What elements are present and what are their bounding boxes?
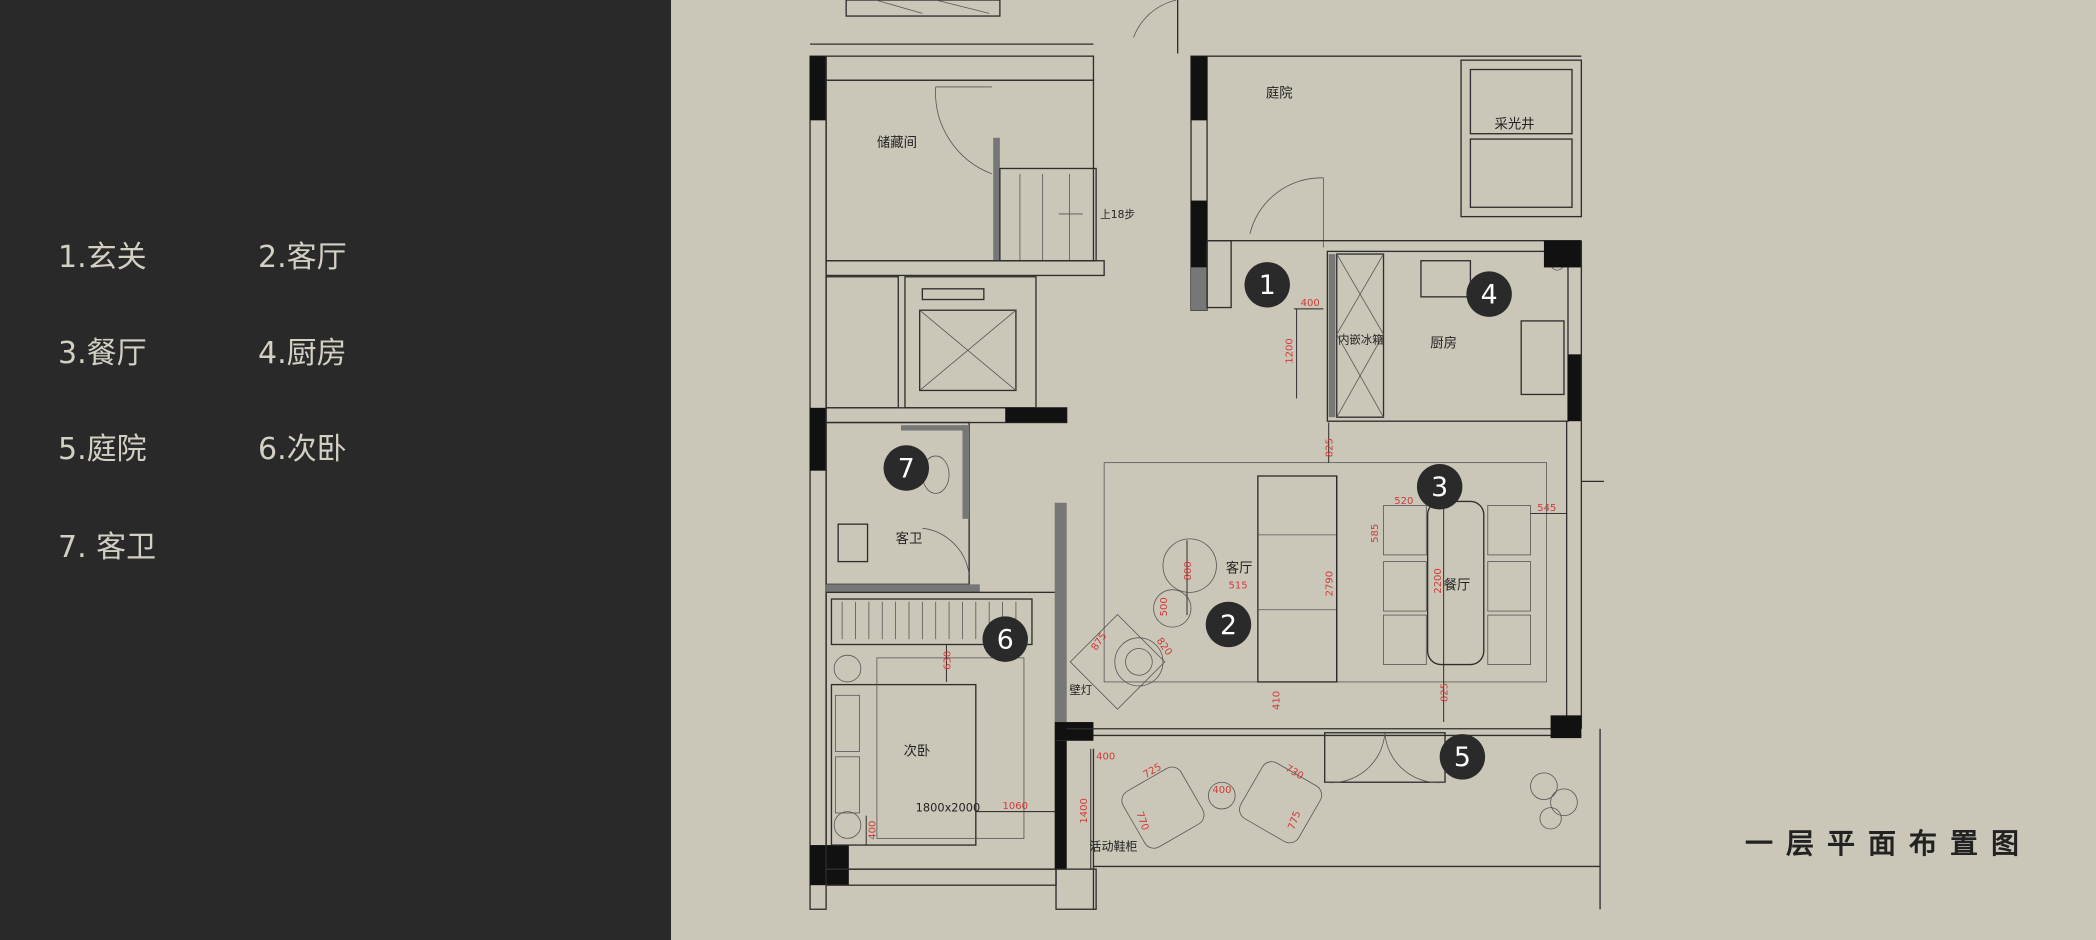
marker-6: 6 (982, 616, 1028, 662)
svg-text:6: 6 (997, 625, 1014, 656)
tree-icon (1530, 772, 1578, 830)
label-fridge: 内嵌冰箱 (1338, 333, 1383, 347)
dim-2790: 2790 (1325, 571, 1336, 597)
legend-panel: 1.玄关 2.客厅 3.餐厅 4.厨房 5.庭院 6.次卧 7. 客卫 (0, 0, 671, 940)
dim-2200: 2200 (1433, 568, 1444, 594)
legend-item-dining: 3.餐厅 (58, 336, 147, 371)
label-wall-lamp: 壁灯 (1069, 683, 1092, 697)
dim-400: 400 (1212, 785, 1231, 796)
dim-775: 775 (1286, 810, 1303, 832)
label-kitchen: 厨房 (1430, 336, 1457, 352)
dim-800: 800 (1183, 561, 1194, 580)
dim-1060: 1060 (1003, 801, 1028, 812)
dim-545: 545 (1537, 503, 1556, 514)
label-shoe-cabinet: 活动鞋柜 (1089, 838, 1137, 853)
svg-text:3: 3 (1431, 472, 1448, 503)
dim-515: 515 (1228, 580, 1247, 591)
dim-825: 825 (1440, 683, 1451, 702)
dim-1400: 1400 (1079, 798, 1090, 824)
svg-text:4: 4 (1481, 280, 1498, 311)
svg-text:1: 1 (1259, 270, 1276, 301)
svg-text:5: 5 (1454, 742, 1471, 773)
label-dining: 餐厅 (1444, 578, 1471, 594)
label-lightwell: 采光井 (1494, 116, 1534, 132)
dim-410: 410 (1271, 691, 1282, 710)
marker-7: 7 (883, 445, 930, 491)
legend-item-kitchen: 4.厨房 (258, 336, 347, 371)
dim-400: 400 (1301, 298, 1320, 309)
dim-730: 730 (1283, 763, 1305, 782)
marker-2: 2 (1205, 601, 1252, 648)
svg-text:2: 2 (1220, 610, 1237, 641)
plan-walls (809, 0, 1605, 910)
dim-400: 400 (868, 821, 879, 840)
dim-770: 770 (1133, 810, 1150, 832)
marker-4: 4 (1466, 271, 1512, 317)
legend-item-entrance: 1.玄关 (58, 240, 147, 275)
marker-3: 3 (1416, 463, 1463, 510)
marker-1: 1 (1244, 262, 1290, 308)
dim-630: 630 (942, 651, 953, 670)
plan-title: 一层平面布置图 (1745, 827, 2033, 860)
room-labels: 储藏间 上18步 庭院 采光井 内嵌冰箱 厨房 客厅 餐厅 客卫 次卧 1800… (877, 85, 1535, 854)
dim-585: 585 (1370, 524, 1381, 543)
dim-820: 820 (1154, 636, 1174, 658)
label-stairs: 上18步 (1100, 208, 1135, 221)
label-bedroom: 次卧 (904, 743, 931, 759)
label-living: 客厅 (1226, 559, 1253, 576)
svg-text:7: 7 (898, 453, 915, 484)
dim-500: 500 (1159, 597, 1170, 616)
dim-1200: 1200 (1285, 338, 1296, 364)
label-bed-size: 1800x2000 (916, 801, 981, 815)
label-guest-bath: 客卫 (896, 530, 923, 547)
dim-400: 400 (1096, 751, 1115, 762)
legend-item-guest-bath: 7. 客卫 (58, 530, 157, 565)
dim-520: 520 (1394, 496, 1413, 507)
legend-item-living: 2.客厅 (258, 240, 347, 275)
legend-item-bedroom: 6.次卧 (258, 432, 347, 467)
label-courtyard: 庭院 (1266, 85, 1293, 102)
marker-5: 5 (1439, 734, 1486, 780)
label-storage: 储藏间 (877, 135, 917, 151)
legend-item-courtyard: 5.庭院 (58, 432, 147, 467)
dim-875: 875 (1090, 631, 1110, 653)
dim-825: 825 (1325, 438, 1336, 457)
dim-725: 725 (1142, 762, 1164, 781)
